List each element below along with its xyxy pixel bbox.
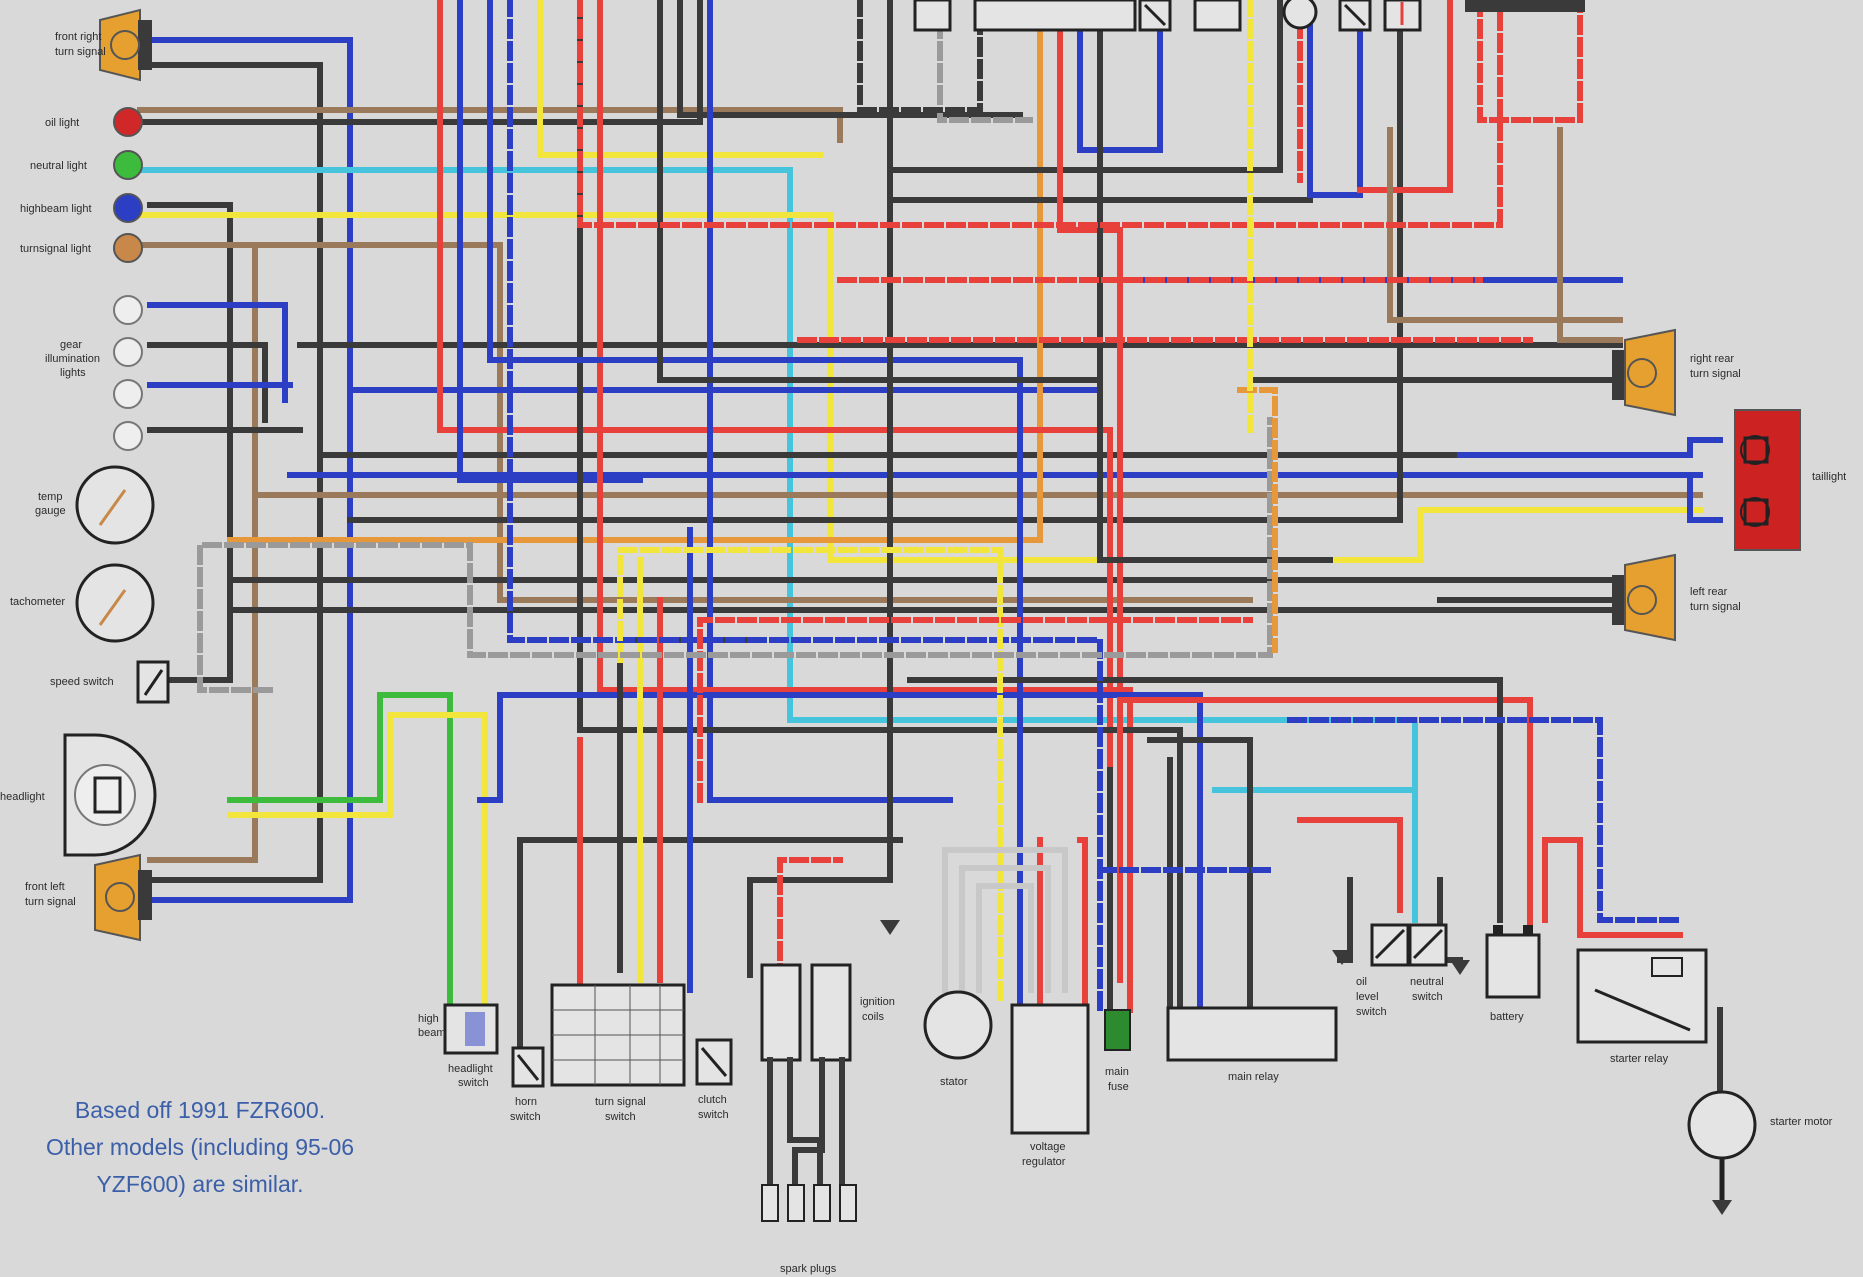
clutch-switch-label-2: switch: [698, 1109, 729, 1121]
neutral-switch: neutral switch: [1408, 923, 1470, 1003]
stator: stator: [923, 990, 993, 1088]
main-fuse: main fuse: [1104, 1009, 1131, 1093]
neutral-light: neutral light: [30, 150, 143, 180]
speed-switch: speed switch: [50, 660, 170, 704]
headlight: headlight: [0, 733, 157, 857]
left-rear-turn-signal-label-2: turn signal: [1690, 601, 1741, 613]
main-relay-label: main relay: [1228, 1071, 1279, 1083]
main-fuse-label: main: [1105, 1066, 1129, 1078]
gear-illumination-lights: gear illumination lights: [45, 295, 143, 451]
turn-signal-switch: turn signal switch: [550, 983, 686, 1123]
note-line-1: Based off 1991 FZR600.: [75, 1097, 325, 1123]
ignition-coils-label-2: coils: [862, 1011, 885, 1023]
oil-light-label: oil light: [45, 117, 79, 129]
front-left-turn-signal-label: front left: [25, 881, 65, 893]
clutch-switch: clutch switch: [695, 1038, 733, 1121]
diagram-note: Based off 1991 FZR600. Other models (inc…: [46, 1097, 354, 1197]
starter-relay: starter relay: [1576, 948, 1708, 1065]
temp-gauge-label-2: gauge: [35, 505, 66, 517]
starter-motor: starter motor: [1687, 1090, 1833, 1215]
gear-lights-label-3: lights: [60, 367, 86, 379]
spark-plugs: spark plugs: [761, 1184, 857, 1275]
oil-light: oil light: [45, 107, 143, 137]
oil-level-switch-label: oil: [1356, 976, 1367, 988]
gear-lights-label-2: illumination: [45, 353, 100, 365]
temp-gauge: temp gauge: [35, 465, 155, 545]
front-right-turn-signal: front right turn signal: [55, 8, 152, 82]
taillight-label: taillight: [1812, 471, 1846, 483]
starter-relay-label: starter relay: [1610, 1053, 1669, 1065]
oil-level-switch: oil level switch: [1332, 923, 1410, 1018]
voltage-regulator: voltage regulator: [1010, 1003, 1090, 1168]
front-right-turn-signal-label-2: turn signal: [55, 46, 106, 58]
turn-signal-switch-label: turn signal: [595, 1096, 646, 1108]
highbeam-light-label: highbeam light: [20, 203, 92, 215]
right-rear-turn-signal: right rear turn signal: [1612, 328, 1741, 417]
ground-symbol-1: [880, 920, 900, 935]
neutral-light-label: neutral light: [30, 160, 87, 172]
top-connectors: [913, 0, 1585, 32]
spark-plugs-label: spark plugs: [780, 1263, 837, 1275]
tachometer: tachometer: [10, 563, 155, 643]
headlight-switch-label-2: switch: [458, 1077, 489, 1089]
horn-switch-label: horn: [515, 1096, 537, 1108]
front-right-turn-signal-label: front right: [55, 31, 101, 43]
right-rear-turn-signal-label: right rear: [1690, 353, 1734, 365]
turnsignal-light-label: turnsignal light: [20, 243, 91, 255]
ignition-coils: ignition coils: [760, 963, 895, 1188]
taillight: taillight: [1734, 409, 1846, 551]
oil-level-switch-label-3: switch: [1356, 1006, 1387, 1018]
neutral-switch-label-2: switch: [1412, 991, 1443, 1003]
battery: battery: [1485, 925, 1541, 1023]
main-relay: main relay: [1166, 1006, 1338, 1083]
oil-level-switch-label-2: level: [1356, 991, 1379, 1003]
headlight-switch-label: headlight: [448, 1063, 493, 1075]
horn-switch: horn switch: [510, 1046, 545, 1123]
front-left-turn-signal-label-2: turn signal: [25, 896, 76, 908]
stator-label: stator: [940, 1076, 968, 1088]
wires: [137, 0, 1723, 1093]
left-rear-turn-signal: left rear turn signal: [1612, 553, 1741, 642]
clutch-switch-label: clutch: [698, 1094, 727, 1106]
left-rear-turn-signal-label: left rear: [1690, 586, 1728, 598]
gear-lights-label: gear: [60, 339, 82, 351]
voltage-regulator-label: voltage: [1030, 1141, 1065, 1153]
speed-switch-label: speed switch: [50, 676, 114, 688]
high-beam-label: high: [418, 1013, 439, 1025]
note-line-3: YZF600) are similar.: [96, 1171, 303, 1197]
tachometer-label: tachometer: [10, 596, 65, 608]
horn-switch-label-2: switch: [510, 1111, 541, 1123]
starter-motor-label: starter motor: [1770, 1116, 1833, 1128]
high-beam-switch: high beam headlight switch: [418, 1003, 499, 1089]
temp-gauge-label: temp: [38, 491, 62, 503]
turn-signal-switch-label-2: switch: [605, 1111, 636, 1123]
turnsignal-light: turnsignal light: [20, 233, 143, 263]
front-left-turn-signal: front left turn signal: [25, 853, 152, 942]
neutral-switch-label: neutral: [1410, 976, 1444, 988]
note-line-2: Other models (including 95-06: [46, 1134, 354, 1160]
headlight-label: headlight: [0, 791, 45, 803]
ignition-coils-label: ignition: [860, 996, 895, 1008]
high-beam-label-2: beam: [418, 1027, 446, 1039]
voltage-regulator-label-2: regulator: [1022, 1156, 1066, 1168]
main-fuse-label-2: fuse: [1108, 1081, 1129, 1093]
battery-label: battery: [1490, 1011, 1524, 1023]
right-rear-turn-signal-label-2: turn signal: [1690, 368, 1741, 380]
highbeam-light: highbeam light: [20, 193, 143, 223]
